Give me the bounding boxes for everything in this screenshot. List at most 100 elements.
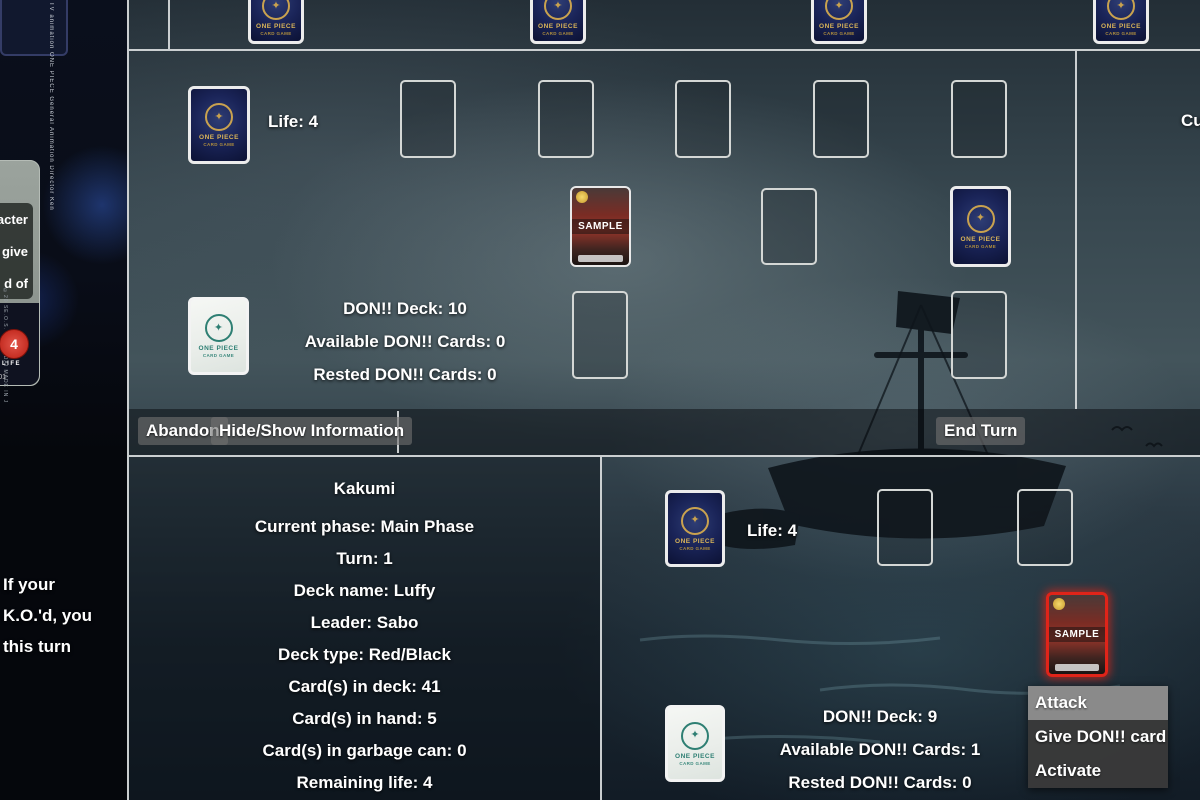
- card-text-box: aracter give d of: [0, 203, 33, 299]
- card-brand-text: ONE PIECE: [256, 23, 296, 30]
- info-line: Card(s) in garbage can: 0: [262, 741, 467, 760]
- player-leader-card-selected[interactable]: SAMPLE: [1046, 592, 1108, 677]
- hide-show-information-button[interactable]: Hide/Show Information: [211, 417, 413, 445]
- card-brand-text: ONE PIECE: [675, 537, 715, 545]
- opponent-card-slot[interactable]: [951, 80, 1007, 158]
- divider-player-left: [600, 457, 602, 800]
- game-info-panel: Kakumi Current phase: Main Phase Turn: 1…: [129, 478, 600, 800]
- card-brand-text: ONE PIECE: [819, 23, 859, 30]
- divider-main-left: [127, 0, 129, 800]
- opponent-card-slot[interactable]: [761, 188, 817, 265]
- opponent-card-slot[interactable]: [538, 80, 594, 158]
- opponent-hand-card[interactable]: ONE PIECE CARD GAME: [1093, 0, 1149, 44]
- cost-badge-icon: [576, 191, 588, 203]
- player-card-slot[interactable]: [877, 489, 933, 566]
- compass-icon: [681, 506, 709, 535]
- divider-opponent-right: [1075, 51, 1077, 409]
- opponent-don-deck-count: DON!! Deck: 10: [343, 299, 467, 318]
- card-text-line: d of: [4, 275, 28, 291]
- opponent-hand-card[interactable]: ONE PIECE CARD GAME: [811, 0, 867, 44]
- info-line: Card(s) in hand: 5: [292, 709, 437, 728]
- sample-label: SAMPLE: [1049, 626, 1105, 642]
- compass-icon: [1107, 0, 1135, 20]
- sample-label: SAMPLE: [572, 218, 629, 234]
- card-brand-text: ONE PIECE: [538, 23, 578, 30]
- opponent-hand-card[interactable]: ONE PIECE CARD GAME: [248, 0, 304, 44]
- player-don-deck-card[interactable]: ONE PIECE CARD GAME: [665, 705, 725, 782]
- divider-bottom-top: [129, 455, 1200, 457]
- zoomed-card-fragment: aracter give d of 4 LIFE -001: [0, 160, 40, 386]
- compass-icon: [966, 204, 995, 233]
- player-name: Kakumi: [333, 479, 396, 498]
- info-line: Leader: Sabo: [310, 613, 419, 632]
- player-card-slot[interactable]: [1017, 489, 1073, 566]
- life-word: LIFE: [2, 361, 21, 367]
- cost-badge-icon: [1053, 598, 1065, 610]
- card-brand-text: ONE PIECE: [675, 752, 715, 760]
- opponent-life-label: Life: 4: [268, 112, 319, 131]
- opponent-card-slot[interactable]: [951, 291, 1007, 379]
- info-line: Turn: 1: [336, 549, 393, 568]
- player-life-label: Life: 4: [747, 521, 798, 540]
- menu-item-attack[interactable]: Attack: [1028, 686, 1168, 720]
- card-context-menu: Attack Give DON!! card Activate: [1028, 686, 1168, 788]
- reminder-text-line: K.O.'d, you: [3, 606, 93, 625]
- menu-item-give-don-card[interactable]: Give DON!! card: [1035, 727, 1167, 746]
- menu-item-activate[interactable]: Activate: [1035, 761, 1102, 780]
- card-sub-text: CARD GAME: [679, 760, 711, 766]
- info-line: Current phase: Main Phase: [254, 517, 475, 536]
- card-edge-vertical-text: TV animation ONE PIECE General Animation…: [48, 2, 54, 211]
- card-sub-text: CARD GAME: [964, 243, 997, 249]
- right-panel-truncated-text: Cu: [1181, 111, 1200, 130]
- card-sub-text: CARD GAME: [202, 353, 235, 358]
- opponent-card-slot[interactable]: [675, 80, 731, 158]
- left-sidebar: TV animation ONE PIECE General Animation…: [0, 0, 127, 800]
- end-turn-button[interactable]: End Turn: [936, 417, 1026, 445]
- card-code: -001: [0, 374, 7, 381]
- divider-hand-bottom: [129, 49, 1200, 51]
- opponent-rested-don: Rested DON!! Cards: 0: [313, 365, 497, 384]
- player-don-info: DON!! Deck: 9 Available DON!! Cards: 1 R…: [755, 705, 1005, 800]
- info-line: Card(s) in deck: 41: [288, 677, 441, 696]
- card-sub-text: CARD GAME: [679, 545, 711, 551]
- life-counter-icon: 4: [0, 329, 29, 359]
- opponent-card-slot[interactable]: [400, 80, 456, 158]
- compass-icon: [204, 314, 233, 342]
- opponent-deck-card[interactable]: ONE PIECE CARD GAME: [950, 186, 1011, 267]
- player-life-deck-card[interactable]: ONE PIECE CARD GAME: [665, 490, 725, 567]
- card-sub-text: CARD GAME: [823, 31, 855, 36]
- opponent-card-slot[interactable]: [813, 80, 869, 158]
- opponent-card-slot[interactable]: [572, 291, 628, 379]
- player-don-deck-count: DON!! Deck: 9: [822, 707, 938, 726]
- card-footer-bar: [577, 255, 624, 262]
- card-text-line: give: [1, 243, 28, 259]
- card-brand-text: ONE PIECE: [1101, 23, 1141, 30]
- info-line: Deck name: Luffy: [293, 581, 436, 600]
- opponent-hand-card[interactable]: ONE PIECE CARD GAME: [530, 0, 586, 44]
- player-available-don: Available DON!! Cards: 1: [779, 740, 981, 759]
- card-brand-text: ONE PIECE: [199, 134, 239, 141]
- card-sub-text: CARD GAME: [1105, 31, 1137, 36]
- card-brand-text: ONE PIECE: [198, 345, 239, 352]
- compass-icon: [205, 103, 233, 131]
- divider-hand-left: [168, 0, 170, 49]
- corner-card-fragment: [0, 0, 68, 56]
- opponent-don-info: DON!! Deck: 10 Available DON!! Cards: 0 …: [280, 297, 530, 396]
- opponent-don-deck-card[interactable]: ONE PIECE CARD GAME: [188, 297, 249, 375]
- opponent-leader-card[interactable]: SAMPLE: [570, 186, 631, 267]
- info-line: Deck type: Red/Black: [278, 645, 451, 664]
- card-footer-bar: [1054, 664, 1100, 671]
- card-text-line: aracter: [0, 211, 28, 227]
- compass-icon: [262, 0, 290, 20]
- compass-icon: [825, 0, 853, 20]
- reminder-text-line: If your: [3, 575, 55, 594]
- info-panel-backdrop: [129, 457, 600, 800]
- reminder-text-line: this turn: [3, 637, 71, 656]
- player-rested-don: Rested DON!! Cards: 0: [788, 773, 972, 792]
- opponent-life-deck-card[interactable]: ONE PIECE CARD GAME: [188, 86, 250, 164]
- info-line: Remaining life: 4: [296, 773, 433, 792]
- compass-icon: [544, 0, 572, 20]
- card-brand-text: ONE PIECE: [960, 235, 1001, 243]
